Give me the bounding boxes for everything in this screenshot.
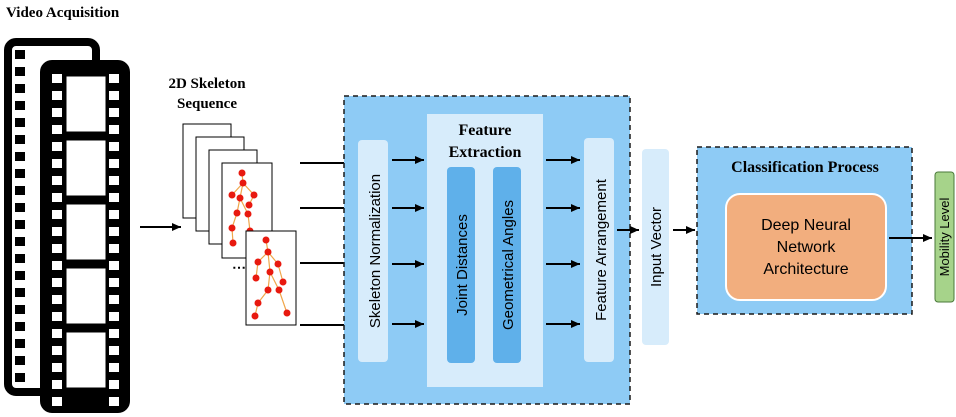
film-front-sprockets — [48, 68, 122, 406]
arrows-to-extraction — [392, 156, 424, 328]
mobility-level-bar — [934, 171, 955, 303]
joint-distances-bar — [447, 167, 475, 363]
normalization-label: Skeleton Normalization — [367, 174, 384, 328]
arrangement-bar — [584, 138, 614, 362]
film-back-sprockets — [15, 50, 25, 382]
arrows-to-arrangement — [546, 156, 580, 328]
input-vector-bar — [642, 149, 669, 345]
skeleton-label-line2: Sequence — [177, 96, 237, 112]
feature-extraction-box — [427, 114, 543, 387]
skeleton-frame-5 — [245, 230, 297, 326]
input-vector-label: Input Vector — [648, 207, 665, 287]
geometrical-angles-bar — [493, 167, 521, 363]
dnn-line1: Deep Neural — [761, 217, 851, 234]
joint-distances-label: Joint Distances — [454, 214, 471, 316]
skeleton-ellipsis: ⋯ — [232, 261, 246, 276]
dnn-line3: Architecture — [763, 261, 848, 278]
feature-extraction-title-line1: Feature — [458, 122, 511, 139]
mobility-level-label: Mobility Level — [937, 198, 952, 277]
normalization-bar — [358, 140, 388, 362]
feature-extraction-title-line2: Extraction — [449, 144, 522, 161]
dnn-line2: Network — [777, 239, 837, 256]
geometrical-angles-label: Geometrical Angles — [500, 200, 517, 330]
film-strip-front — [40, 60, 130, 413]
arrangement-label: Feature Arrangement — [593, 178, 610, 321]
dnn-box — [725, 193, 887, 301]
skeleton-label-line1: 2D Skeleton — [168, 76, 246, 92]
title-video-acquisition: Video Acquisition — [6, 5, 120, 21]
classification-title: Classification Process — [731, 159, 879, 176]
